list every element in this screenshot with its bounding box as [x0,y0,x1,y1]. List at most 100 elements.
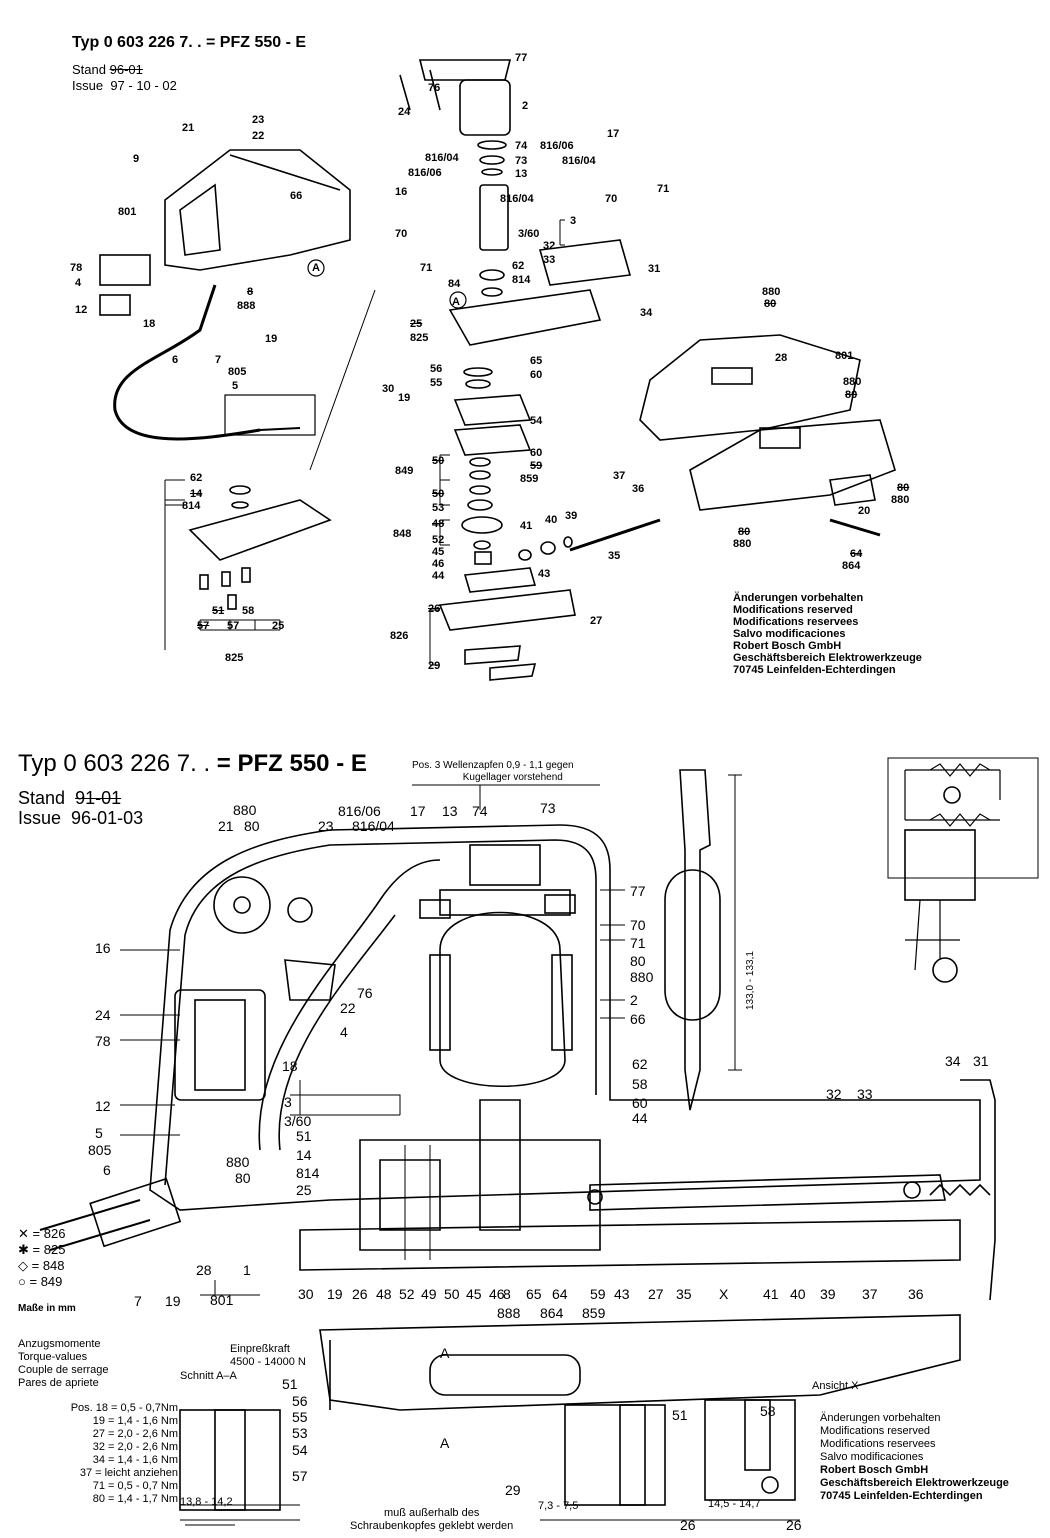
guide-plate [960,1079,996,1301]
label: 80 [244,818,260,834]
armature [439,911,566,1088]
label: 51 [212,605,225,617]
label: 864 [842,560,861,572]
label: 54 [530,415,543,427]
circuit-frame [887,757,1039,879]
label: 36 [632,483,645,495]
torque-values: Pos. 18 = 0,5 - 0,7Nm 19 = 1,4 - 1,6 Nm … [70,1402,178,1505]
label: 20 [858,505,871,517]
label: 2 [522,100,529,112]
label: 58 [632,1076,648,1092]
label: 848 [393,528,412,540]
label: 40 [545,514,558,526]
cross-icon: ✕ [18,1226,29,1241]
label: 48 [432,518,445,530]
label: 14 [296,1147,312,1163]
label: 23 [252,114,265,126]
legend: ✕ = 826 ✱ = 825 ◇ = 848 ○ = 849 [18,1226,65,1290]
label: 7 [215,354,222,366]
label: 805 [228,366,247,378]
label: 43 [614,1286,630,1302]
label: 73 [515,155,528,167]
label: 826 [390,630,409,642]
label: 35 [676,1286,692,1302]
label: 62 [632,1056,648,1072]
label: 19 [165,1293,181,1309]
label: 50 [444,1286,460,1302]
label: 35 [608,550,621,562]
label: 26 [352,1286,368,1302]
label: 41 [520,520,533,532]
press-force: Einpreßkraft 4500 - 14000 N [230,1343,306,1368]
label: 26 [680,1517,696,1533]
label: 46 [432,558,445,570]
label: 21 [218,818,234,834]
label: 18 [143,318,156,330]
label: 814 [512,274,531,286]
stator-right [551,954,573,1051]
gear-housing-25 [448,289,602,346]
asterisk-icon: ✱ [18,1242,29,1257]
guide-plate-31 [538,239,632,286]
label: 880 [733,538,752,550]
label: 825 [410,332,429,344]
label: 34 [640,307,653,319]
eccentric-shaft [479,1099,521,1231]
gear-left [379,1159,441,1231]
top-title: Typ 0 603 226 7. . = PFZ 550 - E [72,34,307,51]
section-a-bottom: A [440,1435,450,1451]
label: 32 [543,240,556,252]
legend-825: ✱ = 825 [18,1242,66,1257]
label: A [452,296,460,308]
label: 5 [95,1125,103,1141]
label: 76 [428,82,441,94]
label: 45 [466,1286,482,1302]
base-plate [299,1219,961,1271]
label: 12 [95,1098,111,1114]
label: 57 [292,1468,308,1484]
switch-block [99,254,151,286]
dim-14: 14,5 - 14,7 [708,1498,761,1510]
label: 39 [565,510,578,522]
label: 3/60 [284,1113,312,1129]
bottom-notes: Änderungen vorbehalten Modifications res… [820,1412,1009,1502]
label: 1 [243,1262,251,1278]
lever-44 [463,567,537,593]
label: 16 [95,940,111,956]
label: 70 [630,917,646,933]
label: 18 [282,1058,298,1074]
label: 2 [630,992,638,1008]
switch-lower [99,294,131,316]
torque-title: Anzugsmomente Torque-values Couple de se… [18,1338,109,1389]
label: 880 [226,1154,250,1170]
label: 44 [632,1110,648,1126]
label: 6 [172,354,179,366]
top-exploded-drawing [99,59,896,681]
label: 16 [395,186,408,198]
label: 25 [410,318,423,330]
top-issue: Issue 97 - 10 - 02 [72,78,177,93]
label: 43 [538,568,551,580]
label: 880 [233,802,257,818]
handle-opening [179,183,221,256]
label: 80 [738,526,751,538]
armature-detail-core [664,869,721,1021]
housing-shell-right-upper [639,334,861,441]
label: 78 [95,1033,111,1049]
legend-848: ◇ = 848 [18,1258,65,1273]
label: 34 [945,1053,961,1069]
label: 73 [540,800,556,816]
gear-48 [461,516,503,534]
label: 25 [296,1182,312,1198]
plunger-rod-35 [569,518,661,552]
label: 71 [630,935,646,951]
label: 46 [489,1286,505,1302]
label: 801 [835,350,854,362]
label: 816/04 [425,152,459,164]
trigger [284,959,336,1001]
label: 59 [590,1286,606,1302]
label: 825 [225,652,244,664]
label: 60 [632,1095,648,1111]
base-plate-26 [438,589,576,631]
